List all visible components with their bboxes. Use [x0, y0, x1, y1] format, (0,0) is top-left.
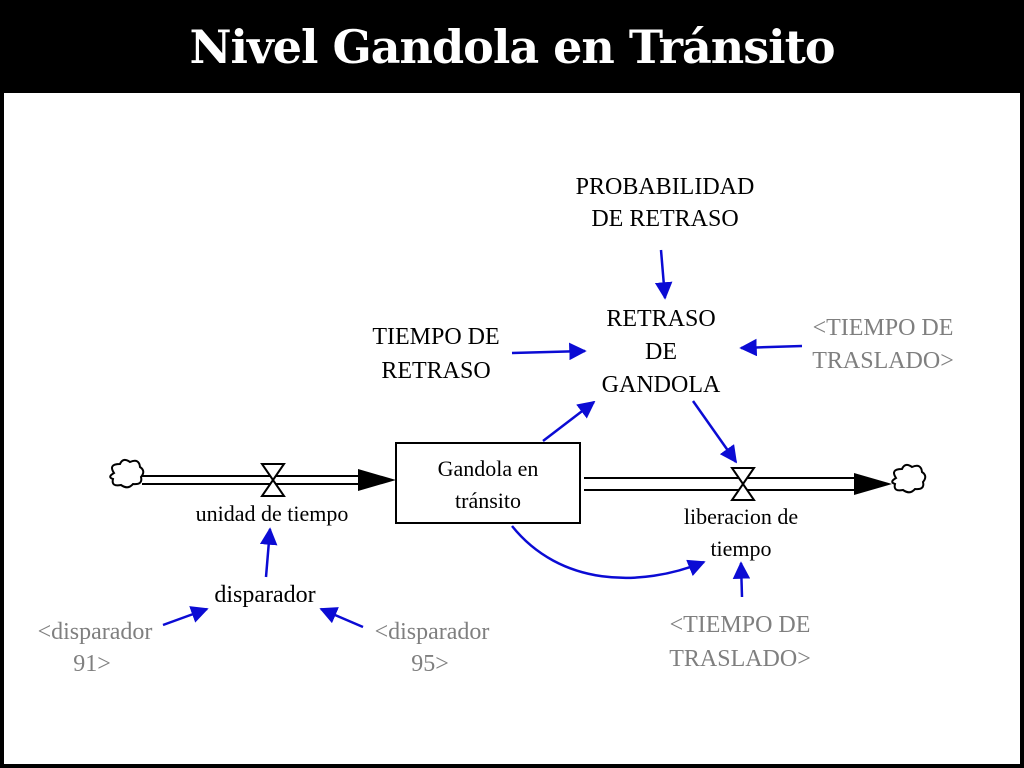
link-tiempo-traslado-to-outflow — [732, 561, 751, 598]
retraso-label-line-3[interactable]: GANDOLA — [602, 372, 721, 398]
tiempo-traslado-shadow-1-line-2[interactable]: TRASLADO> — [812, 348, 954, 374]
probabilidad-label-line-1[interactable]: PROBABILIDAD — [576, 174, 755, 200]
disparador-91-line-1[interactable]: <disparador — [38, 619, 153, 645]
inflow-label[interactable]: unidad de tiempo — [196, 501, 349, 526]
inflow-pipe — [142, 469, 396, 491]
stock-gandola-en-transito[interactable]: Gandola en tránsito — [395, 442, 581, 524]
outflow-label-line-1[interactable]: liberacion de — [684, 504, 798, 529]
link-stock-to-retraso — [542, 400, 596, 442]
page-title: Nivel Gandola en Tránsito — [189, 19, 835, 74]
tiempo-traslado-shadow-2-line-1[interactable]: <TIEMPO DE — [670, 612, 811, 638]
link-stock-to-outflow — [511, 525, 706, 580]
tiempo-traslado-shadow-2-line-2[interactable]: TRASLADO> — [669, 646, 811, 672]
tiempo-traslado-shadow-1-line-1[interactable]: <TIEMPO DE — [813, 315, 954, 341]
inflow-valve-icon[interactable] — [260, 463, 286, 497]
stock-label-line-1: Gandola en — [438, 456, 539, 481]
outflow-valve-icon[interactable] — [730, 467, 756, 501]
outflow-pipe — [584, 473, 892, 495]
link-tiempo-traslado-to-retraso — [739, 338, 803, 357]
disparador-91-line-2[interactable]: 91> — [73, 651, 111, 677]
disparador-label[interactable]: disparador — [214, 582, 315, 608]
link-probabilidad-to-retraso — [654, 249, 673, 300]
outflow-label-line-2[interactable]: tiempo — [710, 536, 771, 561]
stock-flow-diagram: Gandola en tránsito unidad de tiempo lib… — [38, 174, 954, 677]
link-retraso-to-outflow — [691, 400, 738, 464]
link-disparador-91-to-disparador — [162, 606, 209, 627]
disparador-95-line-1[interactable]: <disparador — [375, 619, 490, 645]
title-bar: Nivel Gandola en Tránsito — [0, 0, 1024, 93]
probabilidad-label-line-2[interactable]: DE RETRASO — [591, 206, 738, 232]
diagram-canvas: Gandola en tránsito unidad de tiempo lib… — [4, 93, 1020, 764]
tiempo-retraso-label-line-2[interactable]: RETRASO — [381, 358, 490, 384]
disparador-95-line-2[interactable]: 95> — [411, 651, 449, 677]
link-disparador-95-to-disparador — [319, 607, 364, 629]
retraso-label-line-2[interactable]: DE — [645, 339, 677, 365]
retraso-label-line-1[interactable]: RETRASO — [606, 306, 715, 332]
tiempo-retraso-label-line-1[interactable]: TIEMPO DE — [372, 324, 499, 350]
sink-cloud-icon — [891, 463, 927, 494]
stock-label-line-2: tránsito — [455, 488, 521, 513]
link-disparador-to-inflow — [259, 527, 278, 578]
link-tiempo-retraso-to-retraso — [511, 342, 587, 361]
source-cloud-icon — [109, 458, 145, 489]
